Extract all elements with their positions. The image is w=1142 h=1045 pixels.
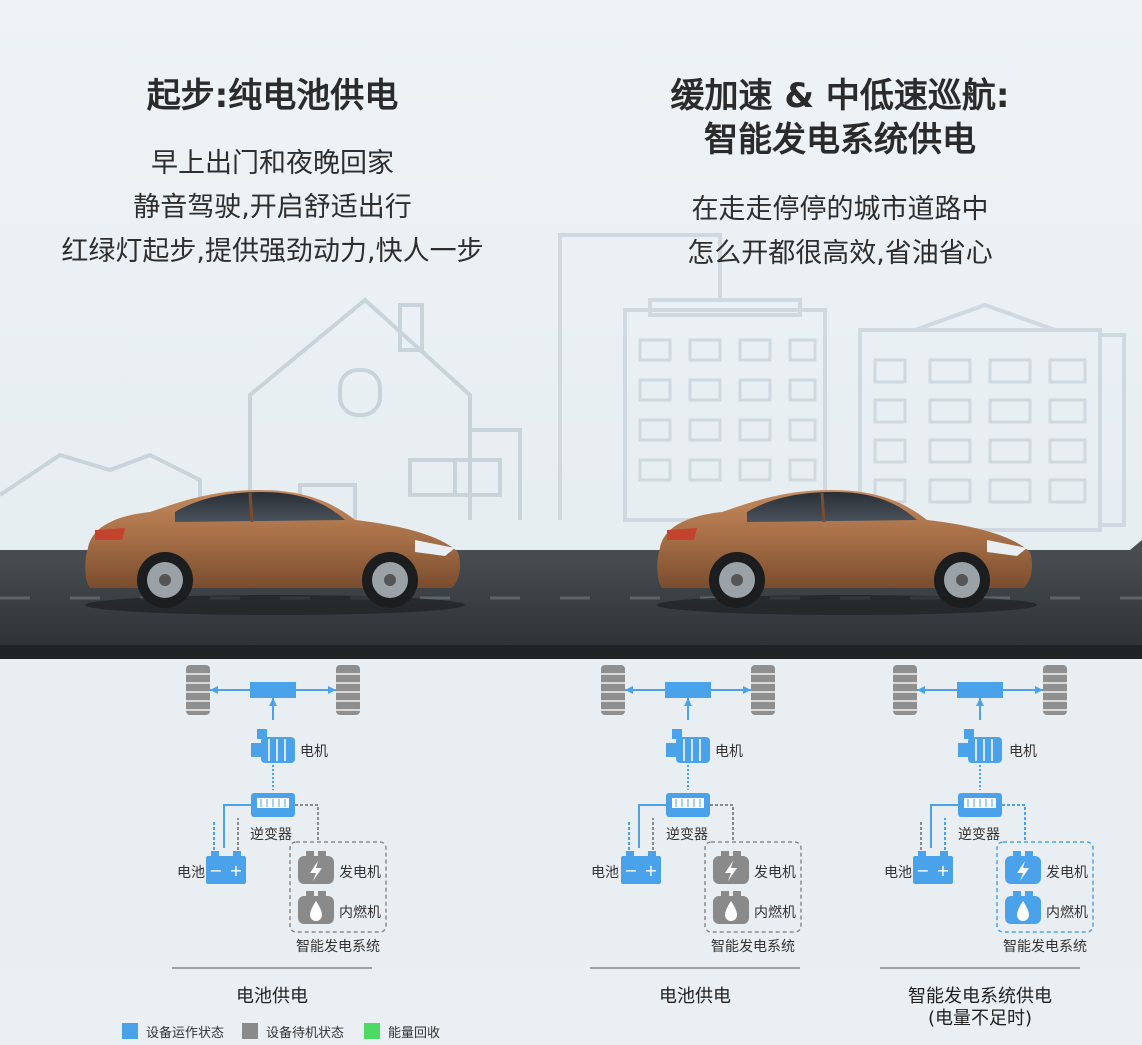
right-title-line-2: 智能发电系统供电: [704, 120, 976, 160]
right-line-2: 怎么开都很高效,省油省心: [687, 238, 993, 269]
d1-motor-label: 电机: [300, 744, 328, 760]
legend-item-active: 设备运作状态: [122, 1022, 225, 1041]
d1-battery-label: 电池: [177, 865, 205, 881]
d2-footer: 电池供电: [659, 986, 731, 1007]
d1-inverter-label: 逆变器: [250, 827, 292, 843]
diagram-3: [893, 665, 1094, 933]
left-line-2: 静音驾驶,开启舒适出行: [133, 192, 412, 223]
legend-label-active: 设备运作状态: [146, 1025, 225, 1041]
legend-label-recovery: 能量回收: [388, 1025, 441, 1041]
left-title: 起步:纯电池供电: [146, 76, 399, 116]
legend-item-standby: 设备待机状态: [242, 1022, 345, 1041]
right-title-line-1: 缓加速 & 中低速巡航:: [670, 76, 1010, 116]
house-outline-left: [0, 297, 522, 522]
d1-footer: 电池供电: [236, 986, 308, 1007]
legend-swatch-recovery: [364, 1023, 380, 1039]
left-line-1: 早上出门和夜晚回家: [151, 148, 394, 179]
left-line-3: 红绿灯起步,提供强劲动力,快人一步: [61, 236, 484, 267]
d2-system-label: 智能发电系统: [711, 939, 795, 955]
legend-label-standby: 设备待机状态: [266, 1025, 345, 1041]
d1-system-label: 智能发电系统: [296, 939, 380, 955]
d1-engine-label: 内燃机: [339, 905, 381, 921]
d3-engine-label: 内燃机: [1046, 905, 1088, 921]
d3-inverter-label: 逆变器: [958, 827, 1000, 843]
legend-swatch-active: [122, 1023, 138, 1039]
diagram-2: [601, 665, 802, 933]
diagram-1: [186, 665, 387, 933]
car-right: [657, 490, 1037, 615]
legend-item-recovery: 能量回收: [364, 1022, 441, 1041]
right-line-1: 在走走停停的城市道路中: [691, 194, 989, 225]
legend-swatch-standby: [242, 1023, 258, 1039]
d3-generator-label: 发电机: [1046, 865, 1088, 881]
d2-battery-label: 电池: [591, 865, 619, 881]
d3-motor-label: 电机: [1009, 744, 1037, 760]
building-windows: [638, 338, 1087, 504]
d2-motor-label: 电机: [715, 744, 743, 760]
d1-generator-label: 发电机: [339, 865, 381, 881]
d2-engine-label: 内燃机: [754, 905, 796, 921]
d3-footer-line-2: (电量不足时): [927, 1008, 1033, 1029]
d3-footer-line-1: 智能发电系统供电: [908, 986, 1052, 1007]
buildings-outline-right: [558, 233, 1126, 532]
d2-generator-label: 发电机: [754, 865, 796, 881]
d2-inverter-label: 逆变器: [666, 827, 708, 843]
d3-system-label: 智能发电系统: [1003, 939, 1087, 955]
car-left: [85, 490, 465, 615]
d3-battery-label: 电池: [884, 865, 912, 881]
